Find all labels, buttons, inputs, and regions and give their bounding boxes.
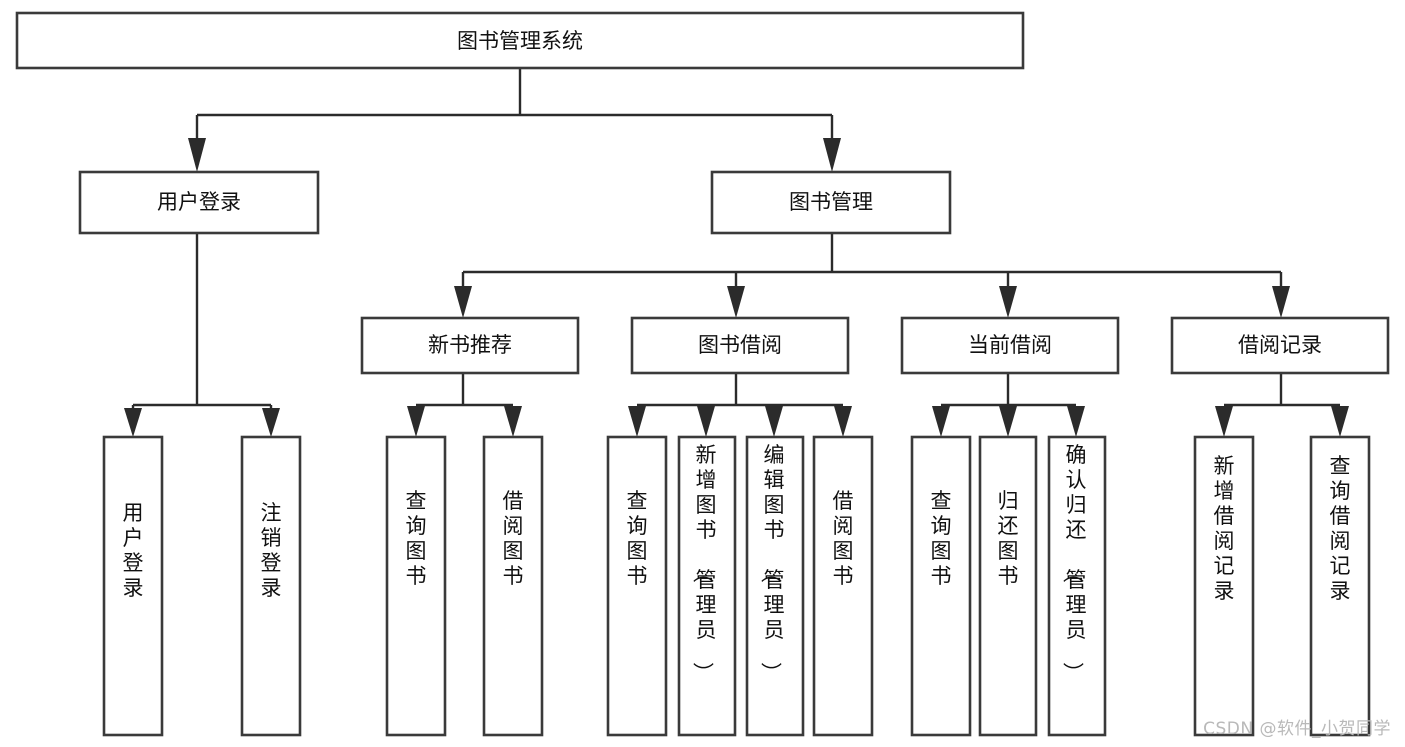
leaf-add-borrow-record-box	[1193, 435, 1255, 737]
connectors-borrow-record-to-leaves	[1215, 373, 1349, 437]
leaf-query-book-recommend-box	[385, 435, 447, 737]
leaf-query-borrow-record[interactable]: 查询借阅记录	[1309, 435, 1371, 737]
node-root-library-system[interactable]: 图书管理系统	[15, 11, 1025, 70]
leaf-logout-box	[240, 435, 302, 737]
arrow-head-leaf-logout	[262, 408, 280, 437]
arrow-head-leaf-confirm-return-admin	[1067, 406, 1085, 437]
leaf-return-book-box	[978, 435, 1038, 737]
node-book-borrow-box	[630, 316, 850, 375]
leaf-confirm-return-admin[interactable]: 确认归还（管理员）	[1047, 435, 1107, 737]
connectors-root-to-level2	[188, 68, 841, 172]
leaf-add-book-admin[interactable]: 新增图书（管理员）	[677, 435, 737, 737]
node-book-management-label: 图书管理	[789, 190, 873, 214]
arrow-head-leaf-borrow-book	[834, 406, 852, 437]
leaf-confirm-return-admin-box	[1047, 435, 1107, 737]
node-user-login[interactable]: 用户登录	[78, 170, 320, 235]
arrow-head-leaf-add-book-admin	[697, 406, 715, 437]
node-user-login-label: 用户登录	[157, 190, 241, 214]
leaf-edit-book-admin-box	[745, 435, 805, 737]
watermark: CSDN @软件_小贺同学	[1203, 719, 1391, 739]
node-user-login-box	[78, 170, 320, 235]
arrow-head-borrow-record	[1272, 286, 1290, 318]
leaf-add-borrow-record-label: 新增借阅记录	[1214, 454, 1235, 603]
leaf-query-book-current-box	[910, 435, 972, 737]
node-book-management-box	[710, 170, 952, 235]
leaf-return-book-label: 归还图书	[998, 489, 1019, 588]
arrow-head-leaf-query-book-recommend	[407, 406, 425, 437]
node-borrow-record[interactable]: 借阅记录	[1170, 316, 1390, 375]
leaf-query-book-borrow[interactable]: 查询图书	[606, 435, 668, 737]
arrow-head-leaf-query-borrow-record	[1331, 406, 1349, 437]
arrow-head-new-book	[454, 286, 472, 318]
leaf-query-book-current-label: 查询图书	[931, 489, 952, 588]
leaf-query-borrow-record-box	[1309, 435, 1371, 737]
node-current-borrow[interactable]: 当前借阅	[900, 316, 1120, 375]
leaf-query-borrow-record-label: 查询借阅记录	[1330, 454, 1351, 603]
leaf-return-book[interactable]: 归还图书	[978, 435, 1038, 737]
connectors-book-borrow-to-leaves	[628, 373, 852, 437]
arrow-head-leaf-edit-book-admin	[765, 406, 783, 437]
node-current-borrow-box	[900, 316, 1120, 375]
leaf-borrow-book-recommend-label: 借阅图书	[503, 489, 524, 588]
arrow-head-book-management	[823, 138, 841, 172]
node-new-book-recommend-label: 新书推荐	[428, 333, 512, 357]
arrow-head-book-borrow	[727, 286, 745, 318]
leaf-logout-label: 注销登录	[261, 501, 282, 600]
connectors-new-book-to-leaves	[407, 373, 522, 437]
arrow-head-user-login	[188, 138, 206, 172]
node-root-box	[15, 11, 1025, 70]
leaf-confirm-return-admin-label: 确认归还（管理员）	[1061, 443, 1087, 683]
leaf-query-book-recommend-label: 查询图书	[406, 489, 427, 588]
leaf-query-book-borrow-label: 查询图书	[627, 489, 648, 588]
node-book-borrow[interactable]: 图书借阅	[630, 316, 850, 375]
leaf-user-login[interactable]: 用户登录	[102, 435, 164, 737]
leaf-edit-book-admin-label: 编辑图书（管理员）	[759, 443, 785, 683]
leaf-borrow-book[interactable]: 借阅图书	[812, 435, 874, 737]
node-borrow-record-box	[1170, 316, 1390, 375]
node-new-book-recommend[interactable]: 新书推荐	[360, 316, 580, 375]
leaf-borrow-book-recommend-box	[482, 435, 544, 737]
leaf-query-book-recommend[interactable]: 查询图书	[385, 435, 447, 737]
node-borrow-record-label: 借阅记录	[1238, 333, 1322, 357]
node-root-label: 图书管理系统	[457, 29, 583, 53]
arrow-head-leaf-borrow-book-recommend	[504, 406, 522, 437]
arrow-head-leaf-query-book-borrow	[628, 406, 646, 437]
leaf-query-book-borrow-box	[606, 435, 668, 737]
leaf-add-borrow-record[interactable]: 新增借阅记录	[1193, 435, 1255, 737]
leaf-add-book-admin-label: 新增图书（管理员）	[691, 443, 717, 683]
connectors-user-login-to-leaves	[124, 233, 280, 437]
leaf-edit-book-admin[interactable]: 编辑图书（管理员）	[745, 435, 805, 737]
node-new-book-recommend-box	[360, 316, 580, 375]
node-current-borrow-label: 当前借阅	[968, 333, 1052, 357]
leaf-borrow-book-box	[812, 435, 874, 737]
arrow-head-leaf-return-book	[999, 406, 1017, 437]
arrow-head-leaf-user-login	[124, 408, 142, 437]
node-book-management[interactable]: 图书管理	[710, 170, 952, 235]
connectors-book-management-to-level3	[454, 233, 1290, 318]
leaf-user-login-box	[102, 435, 164, 737]
arrow-head-leaf-query-book-current	[932, 406, 950, 437]
leaf-borrow-book-label: 借阅图书	[833, 489, 854, 588]
connectors-current-borrow-to-leaves	[932, 373, 1085, 437]
leaf-borrow-book-recommend[interactable]: 借阅图书	[482, 435, 544, 737]
leaf-logout[interactable]: 注销登录	[240, 435, 302, 737]
leaf-user-login-label: 用户登录	[123, 501, 144, 600]
arrow-head-current-borrow	[999, 286, 1017, 318]
node-book-borrow-label: 图书借阅	[698, 333, 782, 357]
arrow-head-leaf-add-borrow-record	[1215, 406, 1233, 437]
leaf-add-book-admin-box	[677, 435, 737, 737]
leaf-query-book-current[interactable]: 查询图书	[910, 435, 972, 737]
